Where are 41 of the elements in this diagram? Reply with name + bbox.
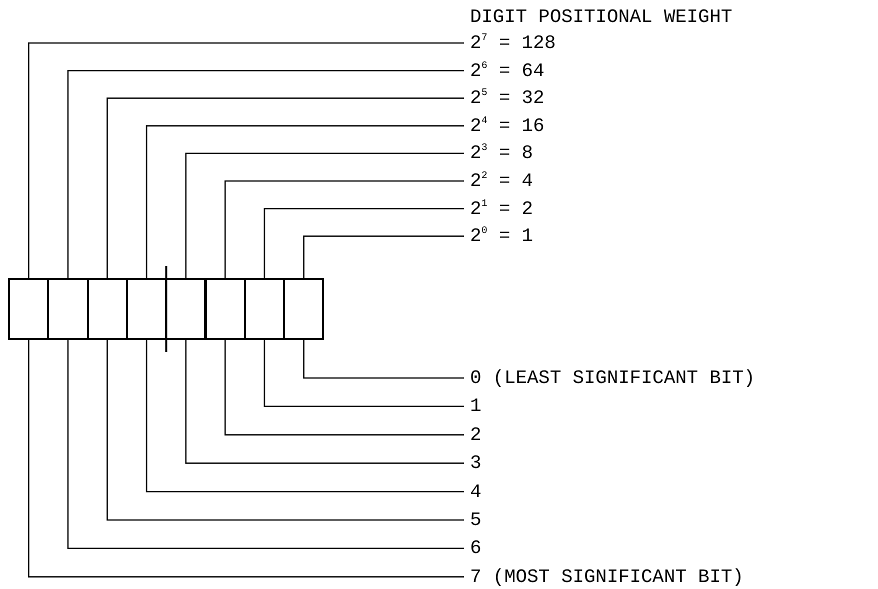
bit-number-label: 6 (470, 537, 482, 560)
bit-number-label: 1 (470, 395, 482, 418)
leader-line (28, 340, 464, 578)
leader-line (303, 236, 464, 278)
bit-cell (244, 278, 286, 340)
weight-label: 2$^{1}$ = 2 (470, 198, 534, 220)
weight-label: 2$^{0}$ = 1 (470, 225, 534, 248)
leader-line (28, 42, 464, 278)
bit-cell (47, 278, 89, 340)
bit-cell (86, 278, 128, 340)
bit-number-label: 2 (470, 424, 482, 446)
leader-line (264, 208, 464, 278)
bit-number-label: 7 (MOST SIGNIFICANT BIT) (470, 566, 744, 588)
leader-line (303, 340, 464, 379)
bit-cell (204, 278, 246, 340)
bit-cell (126, 278, 168, 340)
bit-number-label: 5 (470, 509, 482, 531)
leader-line (67, 70, 464, 278)
leader-line (106, 98, 464, 278)
bit-number-label: 3 (470, 452, 482, 474)
leader-line (224, 340, 464, 436)
weight-label: 2$^{2}$ = 4 (470, 170, 534, 192)
column-heading: DIGIT POSITIONAL WEIGHT (470, 6, 732, 28)
leader-line (224, 180, 464, 278)
leader-line (146, 125, 464, 278)
bit-cell (8, 278, 50, 340)
leader-line (264, 340, 464, 408)
leader-line (185, 340, 464, 464)
leader-line (146, 340, 464, 492)
weight-label: 2$^{3}$ = 8 (470, 142, 534, 164)
bit-number-label: 0 (LEAST SIGNIFICANT BIT) (470, 367, 756, 389)
leader-line (185, 152, 464, 278)
weight-label: 2$^{6}$ = 64 (470, 60, 544, 82)
weight-label: 2$^{4}$ = 16 (470, 114, 544, 137)
leader-line (67, 340, 464, 550)
weight-label: 2$^{7}$ = 128 (470, 32, 556, 54)
bit-cell (165, 278, 206, 340)
bit-cell (283, 278, 324, 340)
weight-label: 2$^{5}$ = 32 (470, 87, 544, 110)
leader-line (106, 340, 464, 521)
bit-number-label: 4 (470, 480, 482, 503)
